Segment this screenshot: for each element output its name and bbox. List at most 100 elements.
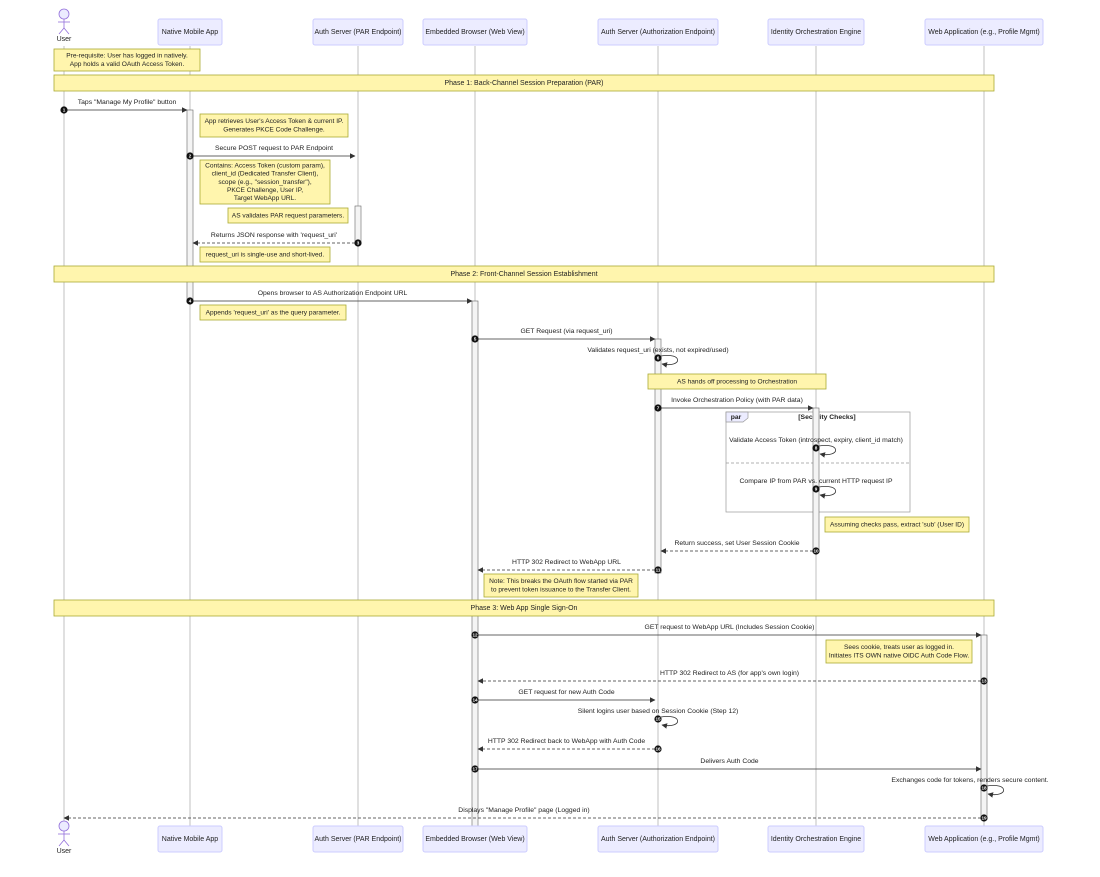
sequence-number: 12: [472, 633, 478, 638]
sequence-number-badge: [186, 152, 194, 160]
participant-user-bottom: User: [57, 820, 72, 855]
participant-orch-bottom: Identity Orchestration Engine: [767, 825, 865, 853]
note-line: client_id (Dedicated Transfer Client),: [212, 171, 319, 178]
sequence-number: 14: [472, 698, 478, 703]
sequence-number-badge: [471, 765, 479, 773]
sequence-number-badge: [354, 239, 362, 247]
note-10: Sees cookie, treats user as logged in.In…: [825, 639, 973, 664]
note-line: Note: This breaks the OAuth flow started…: [489, 578, 633, 585]
message-label: Opens browser to AS Authorization Endpoi…: [258, 290, 408, 297]
sequence-number: 9: [815, 487, 818, 492]
participant-par-top: Auth Server (PAR Endpoint): [312, 18, 404, 46]
participant-box: [767, 18, 865, 46]
sequence-number: 1: [63, 108, 66, 113]
message-label: Validates request_uri (exists, not expir…: [587, 347, 728, 354]
message-label: Taps "Manage My Profile" button: [78, 99, 177, 106]
participant-label: Auth Server (PAR Endpoint): [314, 29, 401, 36]
message-label: GET request for new Auth Code: [518, 689, 614, 696]
note-line: Target WebApp URL.: [234, 195, 296, 202]
note-6: Appends 'request_uri' as the query param…: [199, 304, 347, 321]
participant-label: Auth Server (PAR Endpoint): [314, 836, 401, 843]
note-box: [483, 573, 639, 598]
participant-box: [767, 825, 865, 853]
sequence-number-badge: [471, 631, 479, 639]
message-label: HTTP 302 Redirect back to WebApp with Au…: [488, 738, 646, 745]
note-box: [825, 639, 973, 664]
note-line: Pre-requisite: User has logged in native…: [66, 53, 188, 60]
message-1: 1 Taps "Manage My Profile" button: [60, 99, 188, 114]
phase-banner-box: [53, 265, 995, 283]
participant-par-bottom: Auth Server (PAR Endpoint): [312, 825, 404, 853]
phase-banner-box: [53, 74, 995, 92]
participant-user-top: User: [57, 8, 72, 43]
participant-webapp-bottom: Web Application (e.g., Profile Mgmt): [924, 825, 1044, 853]
participant-box: [924, 825, 1044, 853]
note-3: Contains: Access Token (custom param),cl…: [199, 159, 331, 205]
sequence-number-badge: [812, 547, 820, 555]
note-line: AS validates PAR request parameters.: [232, 212, 345, 219]
sequence-number-badge: [471, 696, 479, 704]
activation-bar-2: [471, 300, 479, 827]
phase-banner-1: Phase 1: Back-Channel Session Preparatio…: [53, 74, 995, 92]
sequence-number: 3: [357, 241, 360, 246]
sequence-number: 7: [657, 406, 660, 411]
note-9: Note: This breaks the OAuth flow started…: [483, 573, 639, 598]
participant-app-top: Native Mobile App: [157, 18, 223, 46]
sequence-number-badge: [471, 335, 479, 343]
note-box: [824, 516, 970, 533]
sequence-number: 2: [189, 154, 192, 159]
note-line: AS hands off processing to Orchestration: [677, 378, 797, 385]
par-condition: [Security Checks]: [798, 414, 855, 421]
sequence-number: 13: [981, 679, 987, 684]
message-6: 6 Validates request_uri (exists, not expi…: [587, 347, 729, 368]
sequence-number-badge: [812, 444, 820, 452]
sequence-number-badge: [980, 677, 988, 685]
note-line: Sees cookie, treats user as logged in.: [844, 644, 954, 651]
actor-leg-right: [63, 27, 70, 35]
sequence-number-badge: [654, 566, 662, 574]
sequence-number-badge: [654, 354, 662, 362]
note-box: [53, 48, 201, 72]
message-label: GET request to WebApp URL (Includes Sess…: [645, 624, 815, 631]
sequence-number-badge: [980, 814, 988, 822]
sequence-number: 19: [981, 816, 987, 821]
note-7: AS hands off processing to Orchestration: [647, 373, 827, 390]
note-line: scope (e.g., "session_transfer"),: [218, 179, 312, 186]
sequence-number: 6: [657, 356, 660, 361]
message-label: Compare IP from PAR vs. current HTTP req…: [740, 478, 893, 485]
participant-label: Auth Server (Authorization Endpoint): [601, 836, 715, 843]
participant-box: [312, 825, 404, 853]
participant-label: Web Application (e.g., Profile Mgmt): [928, 836, 1040, 843]
message-label: Displays "Manage Profile" page (Logged i…: [458, 807, 589, 814]
note-1: Pre-requisite: User has logged in native…: [53, 48, 201, 72]
message-label: Returns JSON response with 'request_uri': [211, 232, 337, 239]
note-8: Assuming checks pass, extract 'sub' (Use…: [824, 516, 970, 533]
message-label: Delivers Auth Code: [700, 758, 758, 765]
participant-box: [312, 18, 404, 46]
message-7: 7 Invoke Orchestration Policy (with PAR d…: [654, 397, 814, 412]
participant-box: [422, 825, 528, 853]
sequence-number: 15: [655, 717, 661, 722]
message-label: GET Request (via request_uri): [520, 328, 612, 335]
participant-orch-top: Identity Orchestration Engine: [767, 18, 865, 46]
participant-webapp-top: Web Application (e.g., Profile Mgmt): [924, 18, 1044, 46]
note-box: [199, 113, 349, 138]
phase-banner-2: Phase 2: Front-Channel Session Establish…: [53, 265, 995, 283]
note-4: AS validates PAR request parameters.: [227, 207, 349, 224]
note-5: request_uri is single-use and short-live…: [199, 246, 331, 263]
participant-box: [157, 825, 223, 853]
phase-label: Phase 3: Web App Single Sign-On: [471, 605, 578, 612]
message-arrow: [660, 715, 679, 729]
message-label: Invoke Orchestration Policy (with PAR da…: [671, 397, 803, 404]
note-line: App holds a valid OAuth Access Token.: [70, 61, 185, 68]
user-icon: [58, 820, 70, 832]
sequence-number-badge: [654, 745, 662, 753]
